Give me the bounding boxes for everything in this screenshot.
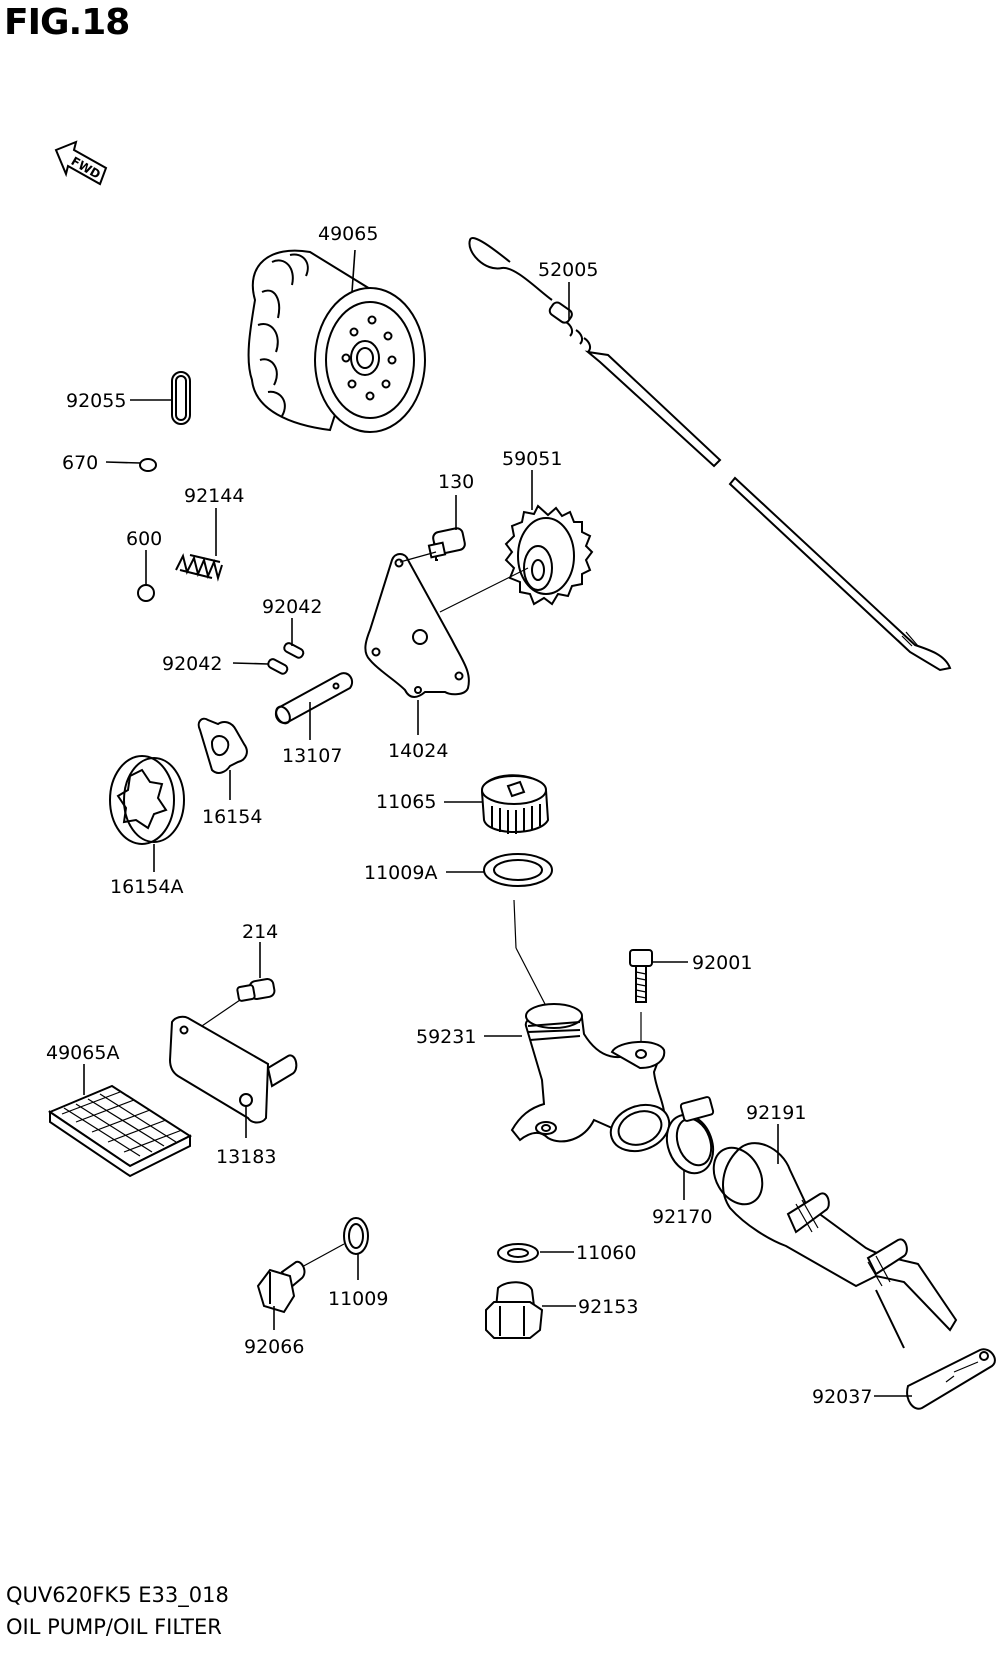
part-92170-clamp[interactable] — [659, 1096, 721, 1179]
label-11009A: 11009A — [364, 862, 437, 884]
label-92153: 92153 — [578, 1296, 638, 1318]
part-92055-o-ring[interactable] — [171, 371, 191, 425]
part-670-o-ring[interactable] — [139, 458, 157, 472]
part-16154a-outer-rotor[interactable] — [109, 755, 185, 845]
label-600: 600 — [126, 528, 162, 550]
part-214-bolt[interactable] — [236, 978, 276, 1002]
part-11065-oil-filler-cap[interactable] — [480, 774, 550, 834]
label-49065: 49065 — [318, 223, 378, 245]
part-52005-dipstick[interactable] — [468, 237, 952, 672]
label-11065: 11065 — [376, 791, 436, 813]
label-14024: 14024 — [388, 740, 448, 762]
part-92042-pin-upper[interactable] — [283, 642, 305, 659]
label-92037: 92037 — [812, 1386, 872, 1408]
part-14024-pump-cover[interactable] — [364, 551, 529, 698]
part-92066-plug[interactable] — [256, 1260, 306, 1314]
figure-title: FIG.18 — [4, 2, 130, 43]
label-16154A: 16154A — [110, 876, 183, 898]
label-49065A: 49065A — [46, 1042, 119, 1064]
part-92042-pin-lower[interactable] — [267, 658, 289, 675]
label-13183: 13183 — [216, 1146, 276, 1168]
part-92144-spring[interactable] — [175, 553, 223, 582]
part-92001-bolt[interactable] — [629, 949, 653, 1003]
part-13183-strainer-plate[interactable] — [168, 1015, 298, 1124]
label-13107: 13107 — [282, 745, 342, 767]
fwd-arrow-icon: FWD — [54, 140, 108, 186]
part-130-bolt[interactable] — [427, 527, 466, 561]
label-670: 670 — [62, 452, 98, 474]
part-92037-band-tag[interactable] — [906, 1348, 996, 1410]
label-92055: 92055 — [66, 390, 126, 412]
label-92191: 92191 — [746, 1102, 806, 1124]
part-92153-plug[interactable] — [485, 1281, 544, 1339]
part-11009a-gasket[interactable] — [483, 853, 553, 887]
label-214: 214 — [242, 921, 278, 943]
label-92001: 92001 — [692, 952, 752, 974]
part-59051-gear[interactable] — [504, 504, 594, 606]
label-130: 130 — [438, 471, 474, 493]
label-11009: 11009 — [328, 1288, 388, 1310]
label-92066: 92066 — [244, 1336, 304, 1358]
part-92191-hose[interactable] — [704, 1139, 958, 1349]
label-92042-lower: 92042 — [162, 653, 222, 675]
part-16154-inner-rotor[interactable] — [197, 717, 248, 774]
label-92144: 92144 — [184, 485, 244, 507]
part-11009-gasket[interactable] — [343, 1217, 369, 1255]
part-59231-oil-pipe[interactable] — [510, 1003, 676, 1159]
part-600-ball[interactable] — [137, 584, 155, 602]
footer-model-code: QUV620FK5 E33_018 — [6, 1583, 229, 1607]
label-92042-upper: 92042 — [262, 596, 322, 618]
part-13107-shaft[interactable] — [273, 672, 354, 726]
footer-figure-name: OIL PUMP/OIL FILTER — [6, 1615, 222, 1639]
label-11060: 11060 — [576, 1242, 636, 1264]
label-59231: 59231 — [416, 1026, 476, 1048]
label-16154: 16154 — [202, 806, 262, 828]
part-11060-washer[interactable] — [497, 1243, 539, 1263]
label-52005: 52005 — [538, 259, 598, 281]
label-59051: 59051 — [502, 448, 562, 470]
part-49065-oil-filter[interactable] — [247, 249, 426, 433]
part-49065a-screen[interactable] — [47, 1084, 193, 1178]
label-92170: 92170 — [652, 1206, 712, 1228]
